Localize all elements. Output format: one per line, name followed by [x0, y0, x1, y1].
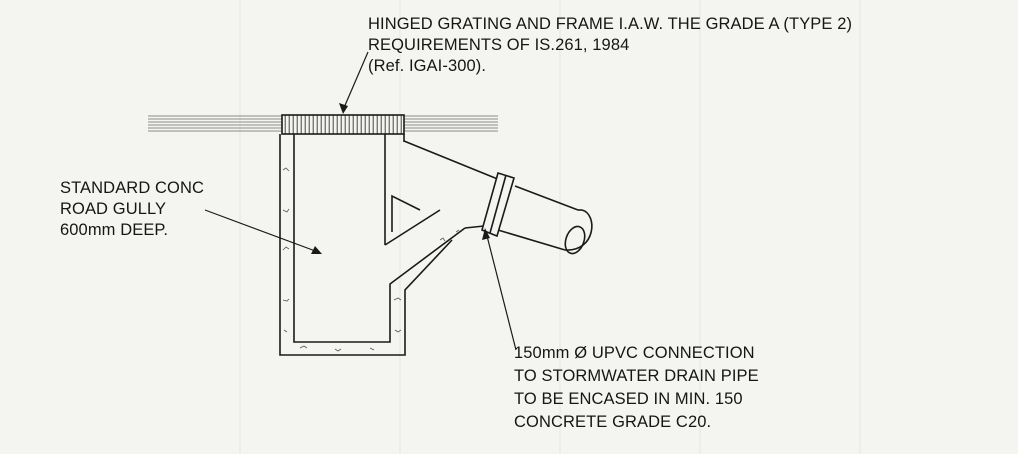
- gully-body: [279, 134, 579, 356]
- gully-note: STANDARD CONC ROAD GULLY 600mm DEEP.: [60, 178, 204, 241]
- connection-note-line-2: TO STORMWATER DRAIN PIPE: [514, 367, 759, 385]
- grating-note-line-3: (Ref. IGAI-300).: [368, 57, 487, 75]
- grating-frame: [281, 114, 405, 135]
- connection-note: 150mm Ø UPVC CONNECTION TO STORMWATER DR…: [514, 342, 759, 434]
- upvc-pipe: [481, 171, 593, 255]
- grating-note-line-2: REQUIREMENTS OF IS.261, 1984: [368, 36, 630, 54]
- gully-note-line-3: 600mm DEEP.: [60, 221, 169, 239]
- grating-note-line-1: HINGED GRATING AND FRAME I.A.W. THE GRAD…: [368, 15, 853, 33]
- leader-lines: [204, 51, 517, 351]
- connection-note-line-4: CONCRETE GRADE C20.: [514, 413, 712, 431]
- gully-note-line-1: STANDARD CONC: [60, 179, 204, 197]
- ground-surface: [148, 115, 498, 132]
- grating-note: HINGED GRATING AND FRAME I.A.W. THE GRAD…: [368, 14, 852, 77]
- connection-note-line-1: 150mm Ø UPVC CONNECTION: [514, 344, 755, 362]
- leader-arrowheads: [311, 103, 490, 254]
- scan-lines: [239, 0, 861, 454]
- connection-note-line-3: TO BE ENCASED IN MIN. 150: [514, 390, 743, 408]
- concrete-hatching: [282, 167, 460, 352]
- gully-note-line-2: ROAD GULLY: [60, 200, 167, 218]
